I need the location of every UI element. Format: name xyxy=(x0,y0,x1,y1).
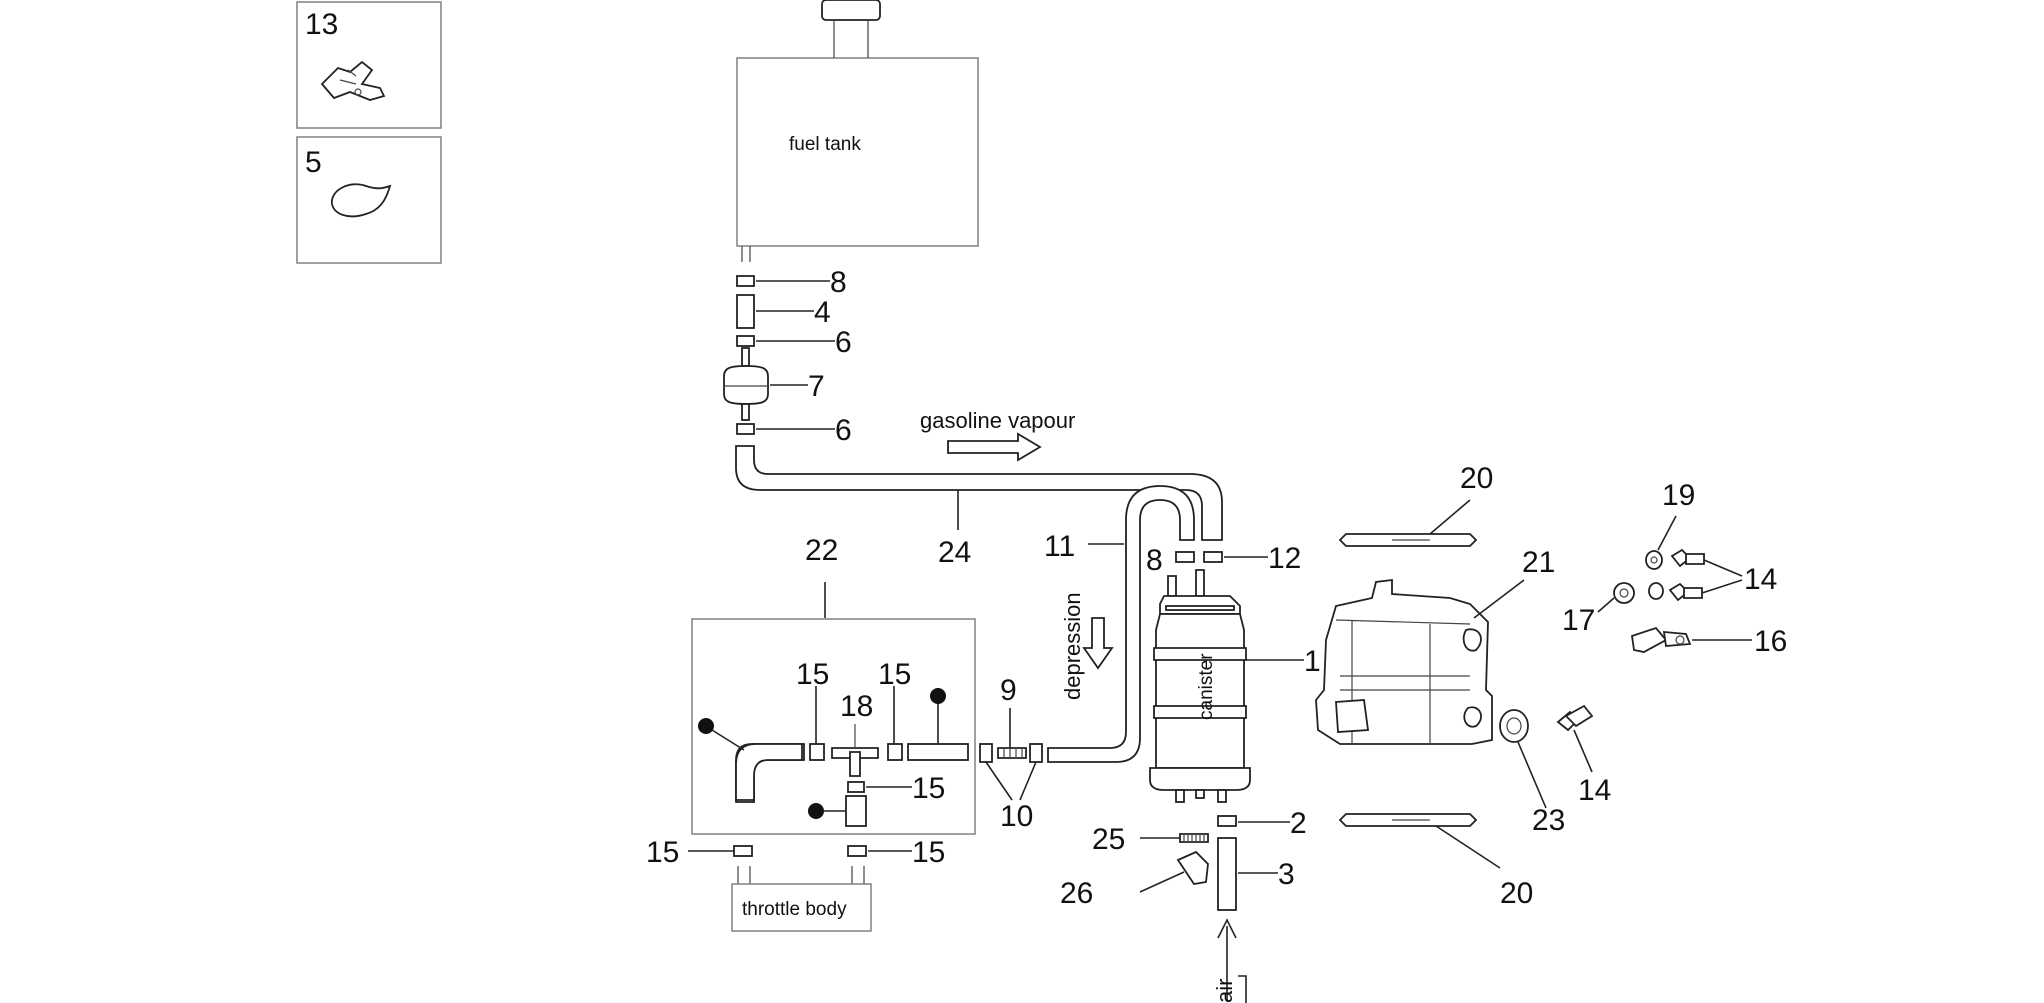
callout-2: 2 xyxy=(1290,807,1307,840)
fuel-tank: fuel tank xyxy=(736,0,979,262)
inset-13: 13 xyxy=(296,1,442,129)
hose-3 xyxy=(1217,837,1237,911)
callout-6-top: 6 xyxy=(835,326,852,359)
nut-17 xyxy=(1613,582,1635,604)
knob-16 xyxy=(1631,626,1692,653)
connector-9 xyxy=(997,747,1027,759)
depression-arrow xyxy=(1082,617,1114,670)
gasoline-vapour-label: gasoline vapour xyxy=(920,408,1075,433)
screw-14-lower xyxy=(1556,704,1594,732)
callout-4: 4 xyxy=(814,296,831,329)
callout-13: 13 xyxy=(305,8,338,41)
callout-3: 3 xyxy=(1278,858,1295,891)
callout-9: 9 xyxy=(1000,674,1017,707)
tank-outlet-fittings xyxy=(723,275,769,435)
canister: canister xyxy=(1149,569,1251,803)
callout-15-c: 15 xyxy=(912,772,945,805)
fitting-15-d xyxy=(733,845,753,857)
callout-16: 16 xyxy=(1754,625,1787,658)
hose-11 xyxy=(1047,485,1195,763)
fuel-tank-label: fuel tank xyxy=(789,134,861,155)
elbow-hose xyxy=(698,718,805,803)
hose-segment xyxy=(907,743,969,761)
fitting-15-e xyxy=(847,845,867,857)
fitting-15-a xyxy=(809,743,825,761)
fitting-12 xyxy=(1203,551,1223,563)
fitting-10-b xyxy=(1029,743,1043,763)
hose-24 xyxy=(735,445,1223,541)
callout-22: 22 xyxy=(805,534,838,567)
callout-25: 25 xyxy=(1092,823,1125,856)
nut-23 xyxy=(1499,709,1529,743)
callout-6-bottom: 6 xyxy=(835,414,852,447)
vapour-arrow xyxy=(947,432,1042,462)
callout-12: 12 xyxy=(1268,542,1301,575)
fitting-15-c xyxy=(847,781,865,793)
callout-11: 11 xyxy=(1044,530,1075,563)
callout-23: 23 xyxy=(1532,804,1565,837)
depression-label: depression xyxy=(1060,592,1085,700)
cap-26 xyxy=(1176,850,1209,885)
callout-17: 17 xyxy=(1562,604,1595,637)
callout-8-canister: 8 xyxy=(1146,544,1163,577)
callout-26: 26 xyxy=(1060,877,1093,910)
strap-top xyxy=(1338,533,1478,547)
callout-20-top: 20 xyxy=(1460,462,1493,495)
strap-bottom xyxy=(1338,813,1478,827)
callout-7: 7 xyxy=(808,370,825,403)
throttle-body-label: throttle body xyxy=(742,899,847,920)
short-hose xyxy=(845,795,867,827)
callout-5: 5 xyxy=(305,146,322,179)
spring-25 xyxy=(1179,833,1209,843)
inset-5: 5 xyxy=(296,136,442,264)
callout-24: 24 xyxy=(938,536,971,569)
washer-19 xyxy=(1645,550,1663,570)
fitting-8 xyxy=(1175,551,1195,563)
hose-clamp-icon xyxy=(320,60,386,101)
screw-14-upper xyxy=(1648,548,1705,602)
callout-10: 10 xyxy=(1000,800,1033,833)
clip-icon xyxy=(331,183,392,218)
fitting-2 xyxy=(1217,815,1237,827)
callout-14-upper: 14 xyxy=(1744,563,1777,596)
callout-19: 19 xyxy=(1662,479,1695,512)
canister-label: canister xyxy=(1196,653,1217,720)
throttle-body xyxy=(731,883,872,932)
tee-18 xyxy=(831,724,879,777)
canister-bracket xyxy=(1315,578,1493,745)
callout-18: 18 xyxy=(840,690,873,723)
callout-14-lower: 14 xyxy=(1578,774,1611,807)
callout-1: 1 xyxy=(1304,645,1321,678)
callout-20-bottom: 20 xyxy=(1500,877,1533,910)
callout-21: 21 xyxy=(1522,546,1555,579)
callout-8-top: 8 xyxy=(830,266,847,299)
callout-15-d: 15 xyxy=(646,836,679,869)
callout-15-b: 15 xyxy=(878,658,911,691)
callout-15-a: 15 xyxy=(796,658,829,691)
air-label: air xyxy=(1212,979,1237,1003)
fitting-10-a xyxy=(979,743,993,763)
air-arrow xyxy=(1217,918,1237,1000)
fitting-15-b xyxy=(887,743,903,761)
callout-15-e: 15 xyxy=(912,836,945,869)
